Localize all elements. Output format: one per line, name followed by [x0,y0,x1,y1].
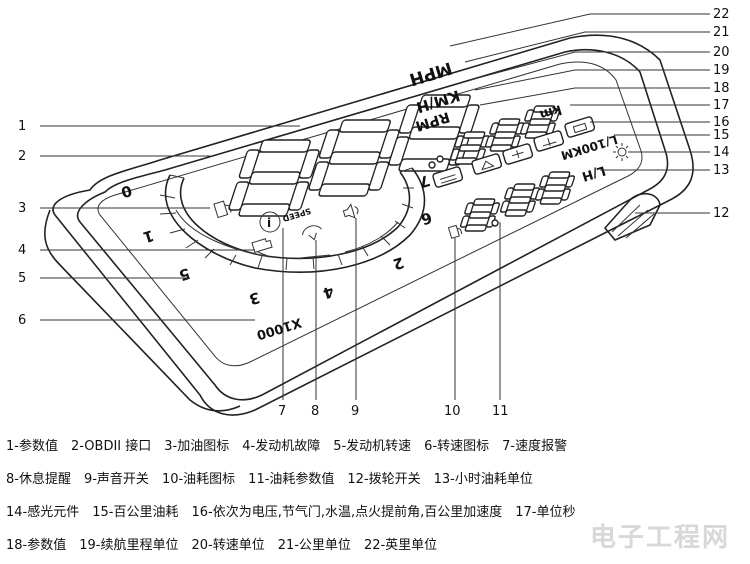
legend-item: 13-小时油耗单位 [433,472,533,487]
legend-item: 14-感光元件 [6,505,80,520]
callout-3: 3 [18,201,26,216]
legend: 1-参数值 2-OBDII 接口 3-加油图标 4-发动机故障 5-发动机转速 … [6,428,746,560]
legend-item: 1-参数值 [6,439,58,454]
parameter-digits [428,105,561,169]
screen-icons: i SPEED [213,200,463,254]
unit-mph: MPH [407,57,455,89]
legend-item: 4-发动机故障 [242,439,321,454]
callout-15: 15 [713,128,730,143]
legend-item: 12-拨轮开关 [347,472,421,487]
speed-digits [228,94,480,217]
callout-21: 21 [713,25,730,40]
fuel-pump-icon [213,200,232,219]
rest-reminder-icon [301,225,322,241]
legend-row-2: 8-休息提醒 9-声音开关 10-油耗图标 11-油耗参数值 12-拨轮开关 1… [6,461,746,494]
rpm-gauge: 0 1 5 3 4 2 6 7 X1000 [119,167,434,342]
callout-19: 19 [713,63,730,78]
legend-row-4: 18-参数值 19-续航里程单位 20-转速单位 21-公里单位 22-英里单位 [6,527,746,560]
legend-item: 15-百公里油耗 [92,505,179,520]
callout-2: 2 [18,149,26,164]
tick-3: 3 [247,288,262,308]
legend-item: 22-英里单位 [363,538,438,553]
svg-text:i: i [267,216,271,230]
tick-6: 6 [419,208,434,228]
fuel-consumption-icon [447,224,463,239]
callout-20: 20 [713,45,730,60]
engine-fault-icon [251,238,273,254]
callout-14: 14 [713,145,730,160]
thumb-wheel-switch [603,192,661,241]
fuel-consumption-digits [459,171,576,232]
callout-1: 1 [18,119,26,134]
callout-18: 18 [713,81,730,96]
legend-item: 21-公里单位 [277,538,351,553]
callout-lines [40,13,710,400]
legend-item: 17-单位秒 [515,505,576,520]
callout-12: 12 [713,206,730,221]
callout-9: 9 [351,404,359,419]
legend-item: 3-加油图标 [164,439,230,454]
tick-7: 7 [417,171,432,191]
callout-17: 17 [713,98,730,113]
legend-item: 8-休息提醒 [6,472,71,487]
throttle-icon [471,153,503,175]
callout-numbers: 1 2 3 4 5 6 7 8 9 10 11 12 13 14 15 16 1… [18,7,730,419]
legend-item: 9-声音开关 [83,472,149,487]
hud-device-diagram: MPH KM/H RPM km L/100KM L/H 0 1 5 3 4 2 … [18,7,730,419]
callout-7: 7 [278,404,286,419]
callout-6: 6 [18,313,26,328]
callout-16: 16 [713,115,730,130]
callout-4: 4 [18,243,26,258]
legend-row-3: 14-感光元件 15-百公里油耗 16-依次为电压,节气门,水温,点火提前角,百… [6,494,746,527]
callout-11: 11 [492,404,509,419]
tick-2: 2 [391,253,406,273]
callout-13: 13 [713,163,730,178]
legend-item: 2-OBDII 接口 [70,439,152,454]
callout-8: 8 [311,404,319,419]
legend-item: 19-续航里程单位 [79,538,179,553]
callout-22: 22 [713,7,730,22]
callout-5: 5 [18,271,26,286]
legend-item: 20-转速单位 [191,538,265,553]
sound-icon [342,203,359,219]
legend-item: 6-转速图标 [424,439,490,454]
legend-item: 5-发动机转速 [333,439,412,454]
legend-item: 10-油耗图标 [161,472,236,487]
legend-item: 11-油耗参数值 [248,472,335,487]
legend-item: 18-参数值 [6,538,67,553]
parameter-icons-row [432,116,596,188]
watermark: 电子工程网 [589,523,730,553]
tick-4: 4 [321,282,336,302]
device-body [44,34,694,416]
rpm-multiplier: X1000 [255,314,304,342]
callout-10: 10 [444,404,461,419]
acceleration-icon [564,116,596,138]
unit-km: km [538,101,564,122]
tick-0: 0 [119,181,134,201]
unit-lh: L/H [580,162,607,183]
legend-item: 16-依次为电压,节气门,水温,点火提前角,百公里加速度 [191,505,503,520]
tick-5: 5 [177,264,192,284]
legend-row-1: 1-参数值 2-OBDII 接口 3-加油图标 4-发动机故障 5-发动机转速 … [6,428,746,461]
legend-item: 7-速度报警 [502,439,568,454]
tick-1: 1 [141,226,156,246]
